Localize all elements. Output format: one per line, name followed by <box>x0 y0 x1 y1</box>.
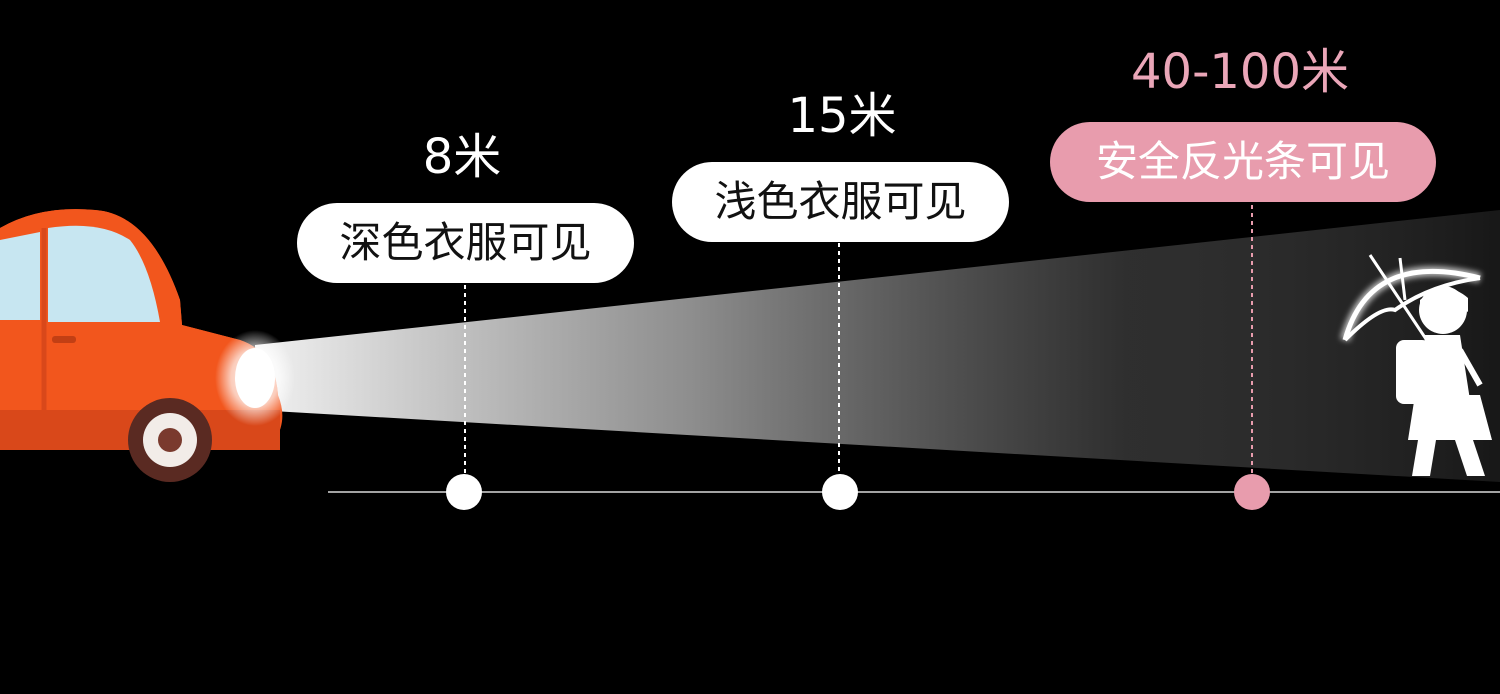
headlight-icon <box>215 330 295 426</box>
label-light-clothes-visible: 浅色衣服可见 <box>672 162 1009 242</box>
timeline-dot-15m <box>822 474 858 510</box>
label-dark-clothes-visible: 深色衣服可见 <box>297 203 634 283</box>
distance-label-8m: 8米 <box>423 133 502 181</box>
distance-label-40-100m: 40-100米 <box>1131 48 1349 96</box>
distance-label-15m: 15米 <box>787 92 896 140</box>
timeline-dot-8m <box>446 474 482 510</box>
label-reflective-strip-visible: 安全反光条可见 <box>1050 122 1436 202</box>
timeline-dot-40-100m <box>1234 474 1270 510</box>
